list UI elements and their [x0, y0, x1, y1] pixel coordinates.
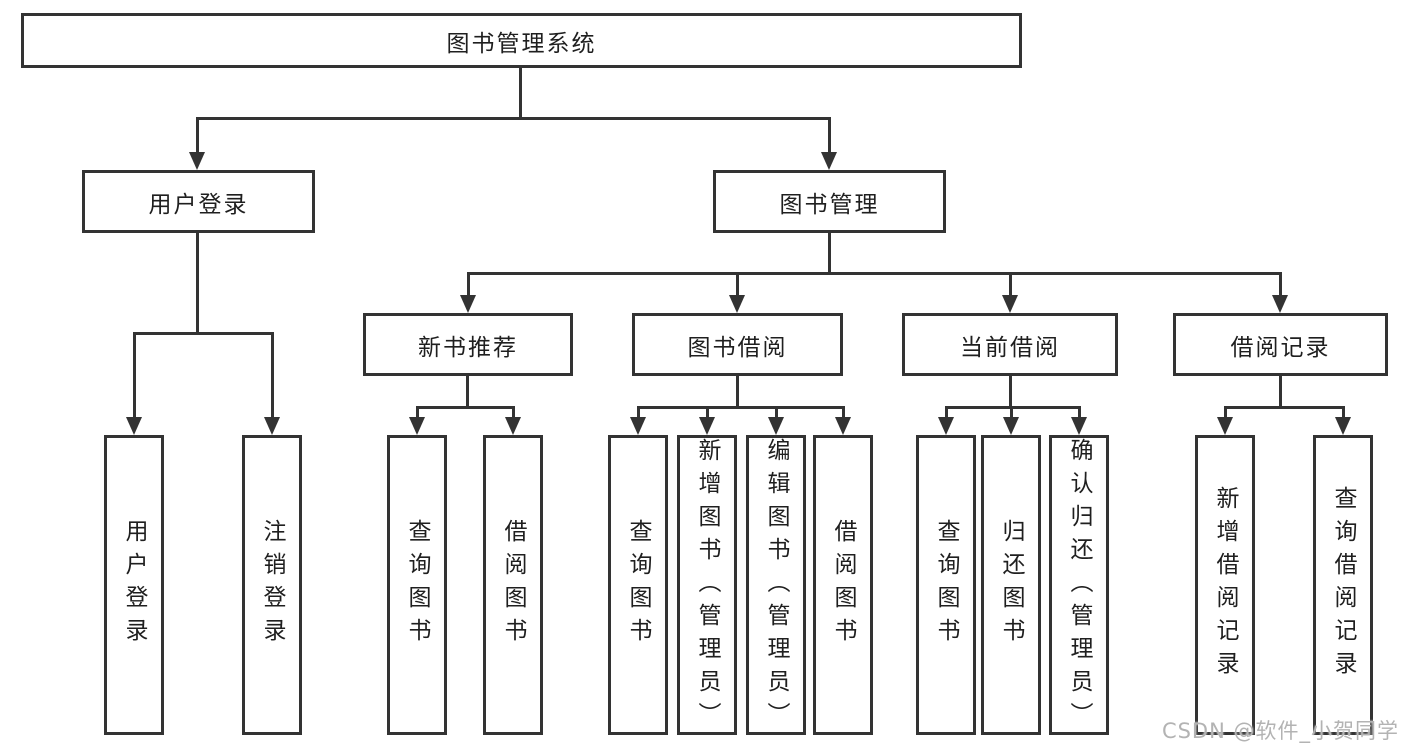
leaf-label: 编辑图书（管理员） — [763, 438, 789, 735]
connector-line — [271, 332, 274, 418]
connector-line — [1224, 406, 1227, 418]
connector-line — [1279, 374, 1282, 408]
connector-line — [467, 272, 470, 296]
arrow-down-icon — [409, 417, 425, 435]
leaf-query-books-recommend: 查询图书 — [387, 435, 447, 735]
leaf-label: 查询图书 — [625, 519, 651, 651]
connector-line — [1010, 406, 1013, 418]
connector-line — [467, 272, 1281, 275]
connector-line — [519, 66, 522, 119]
arrow-down-icon — [264, 417, 280, 435]
node-current-borrowing: 当前借阅 — [902, 313, 1118, 376]
node-label: 当前借阅 — [960, 334, 1060, 361]
node-user-login: 用户登录 — [82, 170, 315, 233]
leaf-label: 注销登录 — [259, 519, 285, 651]
node-label: 新书推荐 — [418, 334, 518, 361]
arrow-down-icon — [768, 417, 784, 435]
connector-line — [1224, 406, 1344, 409]
node-library-system: 图书管理系统 — [21, 13, 1022, 68]
leaf-label: 查询图书 — [404, 519, 430, 651]
connector-line — [133, 332, 274, 335]
connector-line — [416, 406, 419, 418]
connector-line — [637, 406, 845, 409]
connector-line — [196, 117, 199, 155]
connector-line — [775, 406, 778, 418]
connector-line — [828, 231, 831, 274]
arrow-down-icon — [630, 417, 646, 435]
arrow-down-icon — [189, 152, 205, 170]
leaf-label: 查询借阅记录 — [1330, 486, 1356, 684]
arrow-down-icon — [460, 295, 476, 313]
leaf-borrow-books-recommend: 借阅图书 — [483, 435, 543, 735]
leaf-confirm-return-admin: 确认归还（管理员） — [1049, 435, 1109, 735]
leaf-query-books-current: 查询图书 — [916, 435, 976, 735]
arrow-down-icon — [821, 152, 837, 170]
connector-line — [1009, 374, 1012, 408]
connector-line — [637, 406, 640, 418]
connector-line — [1342, 406, 1345, 418]
connector-line — [196, 117, 831, 120]
leaf-logout: 注销登录 — [242, 435, 302, 735]
arrow-down-icon — [835, 417, 851, 435]
connector-line — [466, 374, 469, 408]
leaf-return-books: 归还图书 — [981, 435, 1041, 735]
arrow-down-icon — [938, 417, 954, 435]
connector-line — [736, 374, 739, 408]
node-label: 借阅记录 — [1230, 334, 1331, 361]
connector-line — [1009, 272, 1012, 296]
arrow-down-icon — [1002, 295, 1018, 313]
connector-line — [1078, 406, 1081, 418]
node-label: 图书管理系统 — [446, 30, 597, 57]
leaf-label: 查询图书 — [933, 519, 959, 651]
arrow-down-icon — [1003, 417, 1019, 435]
leaf-label: 归还图书 — [998, 519, 1024, 651]
leaf-add-book-admin: 新增图书（管理员） — [677, 435, 737, 735]
leaf-label: 新增借阅记录 — [1212, 486, 1238, 684]
node-new-book-recommendation: 新书推荐 — [363, 313, 573, 376]
watermark-text: CSDN @软件_小贺同学 — [1161, 719, 1399, 743]
arrow-down-icon — [1071, 417, 1087, 435]
connector-line — [706, 406, 709, 418]
leaf-label: 用户登录 — [121, 519, 147, 651]
node-book-borrowing: 图书借阅 — [632, 313, 843, 376]
connector-line — [945, 406, 948, 418]
leaf-add-borrow-record: 新增借阅记录 — [1195, 435, 1255, 735]
leaf-user-login: 用户登录 — [104, 435, 164, 735]
arrow-down-icon — [1272, 295, 1288, 313]
node-label: 图书管理 — [779, 191, 880, 218]
connector-line — [842, 406, 845, 418]
arrow-down-icon — [1217, 417, 1233, 435]
connector-line — [133, 332, 136, 418]
connector-line — [1279, 272, 1282, 296]
connector-line — [512, 406, 515, 418]
leaf-borrow-books: 借阅图书 — [813, 435, 873, 735]
leaf-label: 借阅图书 — [830, 519, 856, 651]
leaf-query-borrow-record: 查询借阅记录 — [1313, 435, 1373, 735]
connector-line — [736, 272, 739, 296]
arrow-down-icon — [699, 417, 715, 435]
leaf-label: 新增图书（管理员） — [694, 438, 720, 735]
node-label: 用户登录 — [148, 191, 249, 218]
leaf-label: 借阅图书 — [500, 519, 526, 651]
connector-line — [416, 406, 515, 409]
arrow-down-icon — [126, 417, 142, 435]
node-borrowing-records: 借阅记录 — [1173, 313, 1388, 376]
leaf-edit-book-admin: 编辑图书（管理员） — [746, 435, 806, 735]
connector-line — [828, 117, 831, 155]
connector-line — [196, 231, 199, 334]
node-book-management: 图书管理 — [713, 170, 946, 233]
arrow-down-icon — [729, 295, 745, 313]
arrow-down-icon — [1335, 417, 1351, 435]
leaf-label: 确认归还（管理员） — [1066, 438, 1092, 735]
arrow-down-icon — [505, 417, 521, 435]
node-label: 图书借阅 — [687, 334, 788, 361]
leaf-query-books-borrowing: 查询图书 — [608, 435, 668, 735]
